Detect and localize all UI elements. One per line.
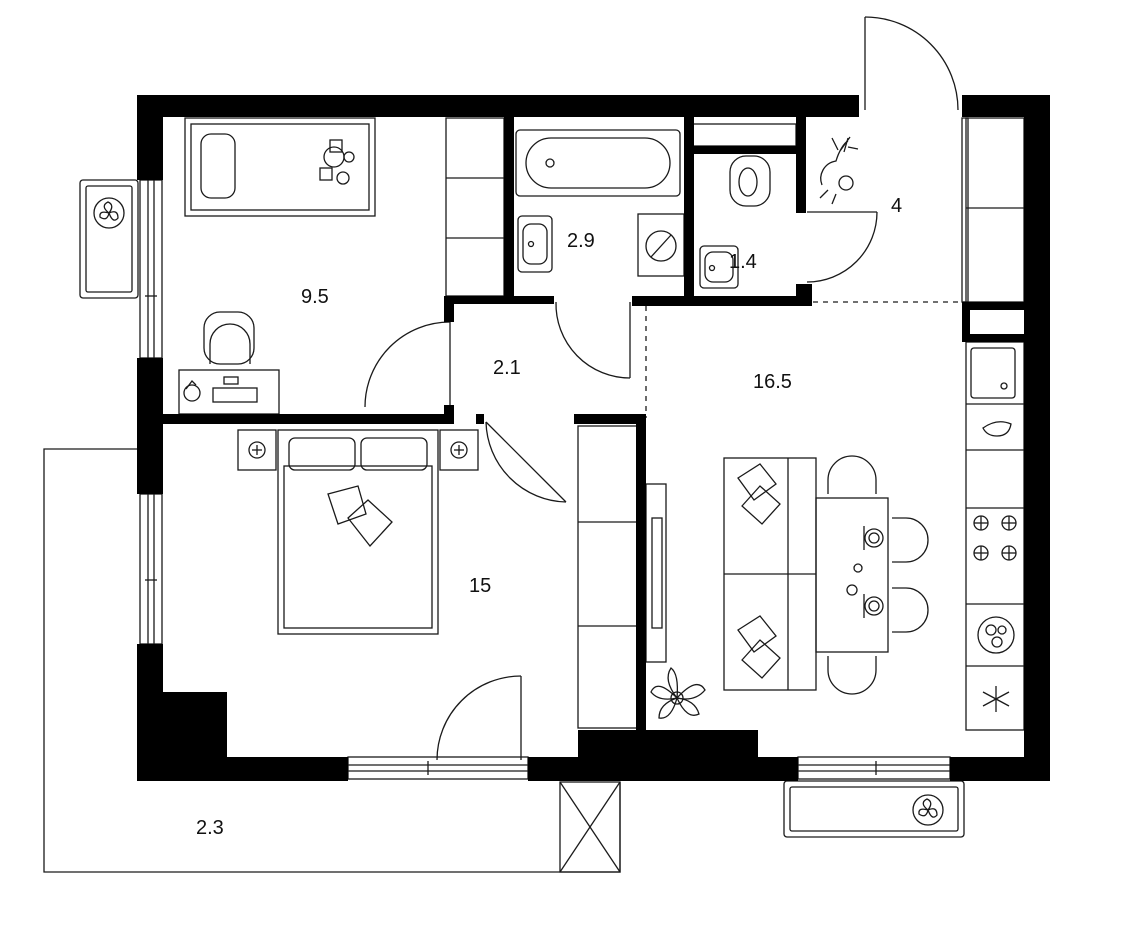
area-label-bathroom: 2.9	[567, 230, 595, 252]
toilet-sink	[699, 245, 739, 289]
area-label-corridor: 2.1	[493, 357, 521, 379]
freezer-snowflake-icon	[982, 686, 1010, 712]
door-main-bedroom	[485, 421, 567, 503]
fruit-bowl-icon	[977, 616, 1015, 654]
toilet-bowl	[729, 155, 771, 207]
air-conditioner-left	[79, 179, 139, 299]
wardrobe-bedroom	[577, 425, 639, 729]
bathtub	[515, 129, 681, 197]
bed-single	[184, 117, 376, 217]
table-settings	[846, 526, 884, 618]
hall-inner-door	[806, 211, 878, 283]
cooktop	[973, 515, 1017, 561]
tv-unit	[645, 483, 667, 663]
door-bathroom	[555, 301, 631, 379]
wardrobe-hall	[965, 117, 1025, 303]
nightstand-right	[439, 429, 479, 471]
bathroom-sink	[517, 215, 553, 273]
nightstand-left	[237, 429, 277, 471]
shelf-toilet	[689, 123, 797, 147]
plant-icon	[650, 667, 706, 719]
faucet-drop-icon	[982, 421, 1012, 437]
opening-dashed-lines	[645, 301, 966, 418]
kitchen-counter	[965, 341, 1025, 731]
area-label-toilet: 1.4	[729, 251, 757, 273]
air-conditioner-bottom	[783, 780, 965, 838]
area-label-bedroom-small: 9.5	[301, 286, 329, 308]
kitchen-sink	[970, 347, 1016, 399]
area-label-bedroom-main: 15	[469, 575, 491, 597]
desk-with-laptop	[178, 369, 280, 415]
window-bottom-kitchen	[797, 756, 951, 780]
dining-table	[815, 497, 889, 653]
wardrobe-small	[445, 117, 505, 297]
area-label-entrance-hall: 4	[891, 195, 902, 217]
window-bottom-bedroom	[347, 756, 529, 780]
entrance-door	[864, 16, 959, 111]
door-small-bedroom	[364, 321, 451, 408]
toy-table-icon	[319, 139, 355, 185]
cat-icon	[819, 136, 859, 205]
washing-machine	[637, 213, 685, 277]
area-labels: 9.5 2.9 1.4 4 2.1 16.5 15 2.3	[196, 195, 902, 839]
window-left-top	[139, 179, 163, 359]
window-left-bottom	[139, 493, 163, 645]
door-balcony	[436, 675, 522, 761]
window-right	[961, 117, 969, 303]
dining-chairs	[827, 455, 929, 695]
area-label-balcony: 2.3	[196, 817, 224, 839]
walls	[137, 95, 1050, 781]
desk-chair	[203, 311, 255, 365]
sofa	[723, 457, 817, 691]
double-bed	[277, 429, 439, 635]
balcony-outline	[43, 448, 621, 873]
area-label-kitchen-living: 16.5	[753, 371, 792, 393]
